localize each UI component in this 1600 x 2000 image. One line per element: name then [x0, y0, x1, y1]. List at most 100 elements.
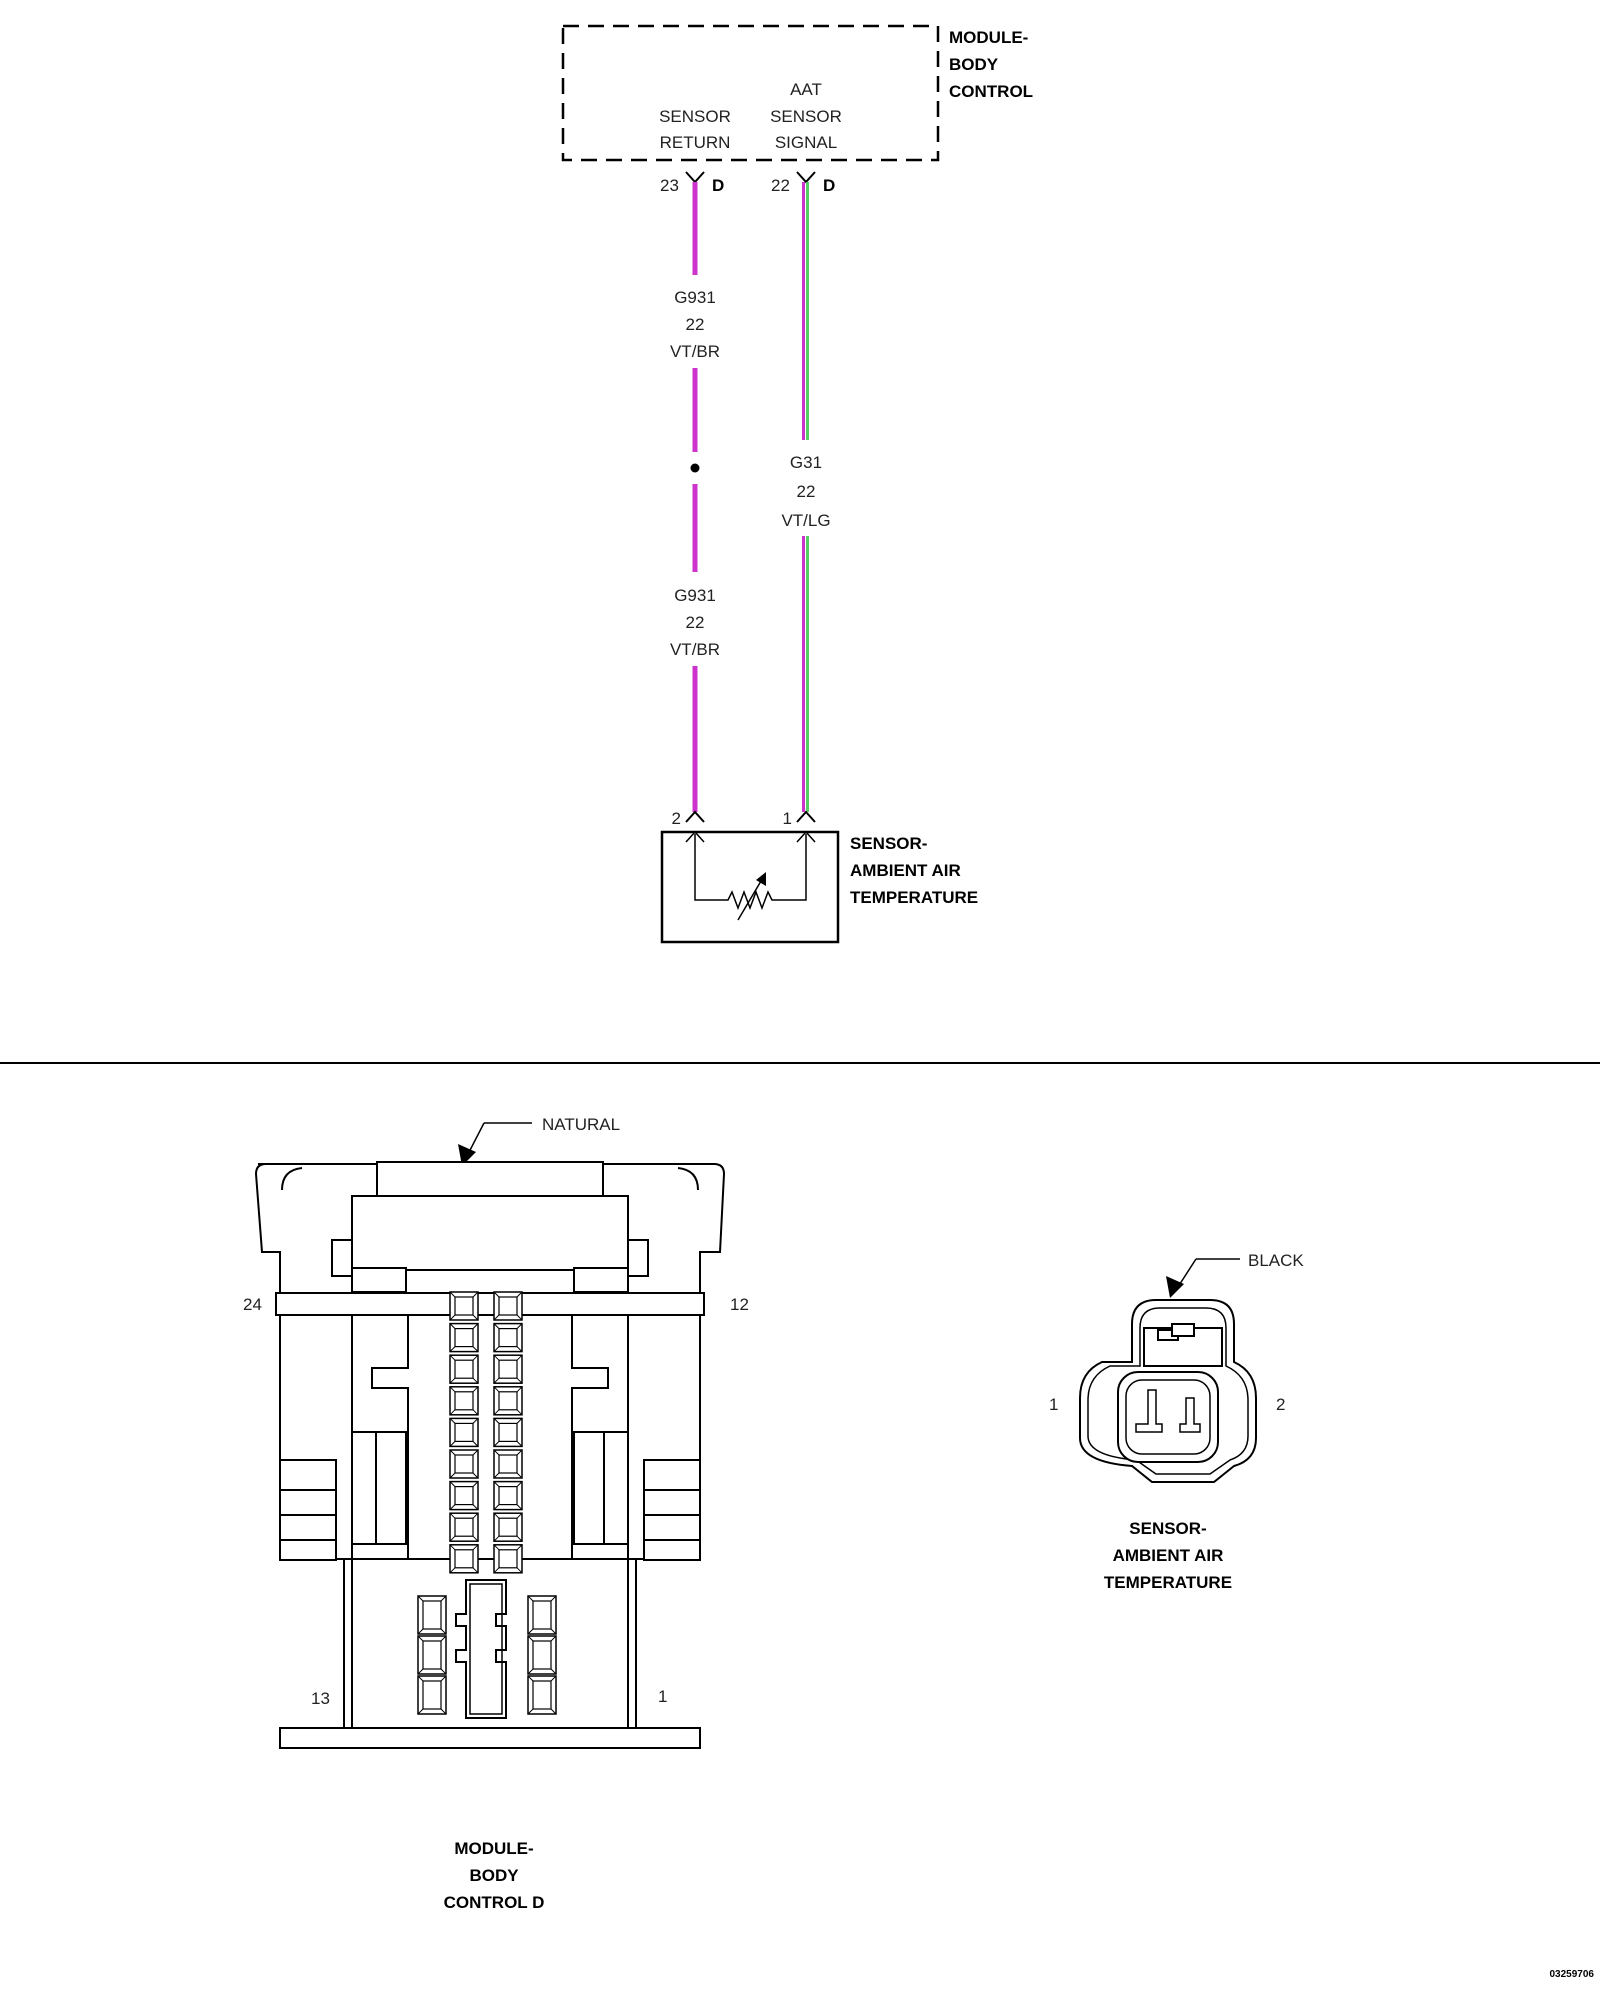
bcm-latch-ear-left	[331, 1239, 353, 1277]
bcm-latch-foot-right	[573, 1267, 629, 1293]
bcm-guide-right	[603, 1431, 629, 1545]
wire-return: G931 22 VT/BR G931 22 VT/BR	[670, 182, 720, 812]
aat-connector-color-label: BLACK	[1248, 1251, 1304, 1270]
leader-arrowhead-icon	[458, 1144, 476, 1166]
connector-cavity	[527, 1595, 557, 1635]
connector-cavity	[493, 1480, 523, 1511]
connector-cavity	[493, 1322, 523, 1353]
sensor-return-label-1: SENSOR	[659, 107, 731, 126]
connector-cavity	[417, 1675, 447, 1715]
bcm-center-keyway-inner	[469, 1583, 503, 1715]
connector-cavity	[449, 1322, 479, 1353]
sensor-title-line-1: SENSOR-	[850, 834, 927, 853]
bcm-title-line-2: BODY	[469, 1866, 519, 1885]
sensor-inner-arrow-icon	[685, 830, 705, 843]
connector-cavity	[493, 1544, 523, 1574]
module-pin-return: 23 D	[660, 171, 724, 195]
module-title-line-3: CONTROL	[949, 82, 1033, 101]
connector-cavity	[449, 1480, 479, 1511]
bcm-latch-foot-left	[351, 1267, 407, 1293]
thermistor-icon	[694, 834, 807, 911]
connector-cavity	[493, 1417, 523, 1448]
bcm-pin-12: 12	[730, 1295, 749, 1314]
bcm-side-lock-left	[279, 1459, 337, 1561]
connector-cavity	[493, 1386, 523, 1416]
connector-cavity	[493, 1449, 523, 1479]
wire-signal-color: VT/LG	[781, 511, 830, 530]
connector-cavity	[449, 1544, 479, 1574]
aat-lock-tab-detail	[1171, 1323, 1195, 1337]
bcm-connector-view: NATURAL	[243, 1115, 749, 1912]
sensor-box	[660, 830, 840, 944]
bcm-guide-left-inner	[375, 1431, 407, 1545]
module-title-line-1: MODULE-	[949, 28, 1028, 47]
bcm-connector-color-label: NATURAL	[542, 1115, 620, 1134]
aat-signal-label-1: AAT	[790, 80, 822, 99]
wire-signal-circuit: G31	[790, 453, 822, 472]
bcm-pin-1: 1	[658, 1687, 667, 1706]
terminal-chevron-icon	[685, 810, 705, 823]
wire-return-lower-color: VT/BR	[670, 640, 720, 659]
wire-signal-gauge: 22	[797, 482, 816, 501]
aat-terminal-2	[1179, 1397, 1201, 1433]
connector-cavity	[449, 1449, 479, 1479]
aat-terminal-cavity-inner	[1125, 1379, 1211, 1455]
wire-return-upper-color: VT/BR	[670, 342, 720, 361]
module-title-line-2: BODY	[949, 55, 999, 74]
connector-cavity	[449, 1291, 479, 1321]
sensor-return-label-2: RETURN	[660, 133, 731, 152]
connector-cavity	[527, 1635, 557, 1675]
connector-cavity	[493, 1291, 523, 1321]
connector-cavity	[527, 1675, 557, 1715]
splice-dot	[690, 463, 700, 473]
bcm-pin-13: 13	[311, 1689, 330, 1708]
terminal-chevron-icon	[796, 810, 816, 823]
aat-signal-label-2: SENSOR	[770, 107, 842, 126]
bcm-guide-right-inner	[573, 1431, 605, 1545]
sensor-inner-arrow-icon	[796, 830, 816, 843]
schematic-section: MODULE- BODY CONTROL SENSOR RETURN AAT S…	[561, 24, 1033, 944]
aat-connector-view: BLACK 1 2 SENSOR- AMBIENT AIR TEMPERATUR…	[1049, 1251, 1304, 1592]
sensor-pin-return-number: 2	[672, 809, 681, 828]
bcm-base	[279, 1727, 701, 1749]
bcm-guide-left	[351, 1431, 377, 1545]
bcm-pin-24: 24	[243, 1295, 262, 1314]
bcm-flange	[275, 1292, 705, 1316]
connector-cavity	[417, 1595, 447, 1635]
leader-arrowhead-icon	[1166, 1276, 1184, 1298]
aat-pin-2: 2	[1276, 1395, 1285, 1414]
bcm-latch-block	[351, 1195, 629, 1271]
aat-terminal-cavity	[1117, 1371, 1219, 1463]
ambient-air-temperature-sensor: SENSOR- AMBIENT AIR TEMPERATURE	[660, 830, 978, 944]
connector-cavity	[493, 1354, 523, 1384]
bcm-cavity-grid	[449, 1291, 523, 1574]
wire-signal: G31 22 VT/LG	[781, 182, 831, 812]
connector-cavity	[449, 1354, 479, 1384]
sensor-title-line-3: TEMPERATURE	[850, 888, 978, 907]
bcm-key-right	[571, 1315, 609, 1560]
module-pin-signal-letter: D	[823, 176, 835, 195]
image-id-label: 03259706	[1550, 1969, 1595, 1980]
bcm-latch-ear-right	[627, 1239, 649, 1277]
module-pin-signal: 22 D	[771, 171, 835, 195]
bcm-latch-top	[376, 1161, 604, 1199]
connector-cavity	[493, 1512, 523, 1542]
bcm-body-upper	[279, 1314, 701, 1560]
connector-cavity	[449, 1512, 479, 1542]
sensor-pin-signal: 1	[783, 809, 816, 828]
bcm-housing-curve-left	[281, 1167, 303, 1191]
module-pin-return-letter: D	[712, 176, 724, 195]
bcm-key-left	[371, 1315, 409, 1560]
terminal-v-icon	[685, 171, 705, 184]
connector-cavity	[417, 1635, 447, 1675]
body-control-module: MODULE- BODY CONTROL SENSOR RETURN AAT S…	[561, 24, 1033, 162]
aat-title-line-2: AMBIENT AIR	[1113, 1546, 1224, 1565]
terminal-v-icon	[796, 171, 816, 184]
aat-terminal-1	[1135, 1389, 1163, 1433]
wire-return-lower-circuit: G931	[674, 586, 716, 605]
bcm-lower-cavities	[417, 1595, 557, 1715]
variable-arrow-head-icon	[756, 872, 766, 886]
bcm-side-lock-right	[643, 1459, 701, 1561]
aat-shell-inner	[1087, 1307, 1249, 1475]
